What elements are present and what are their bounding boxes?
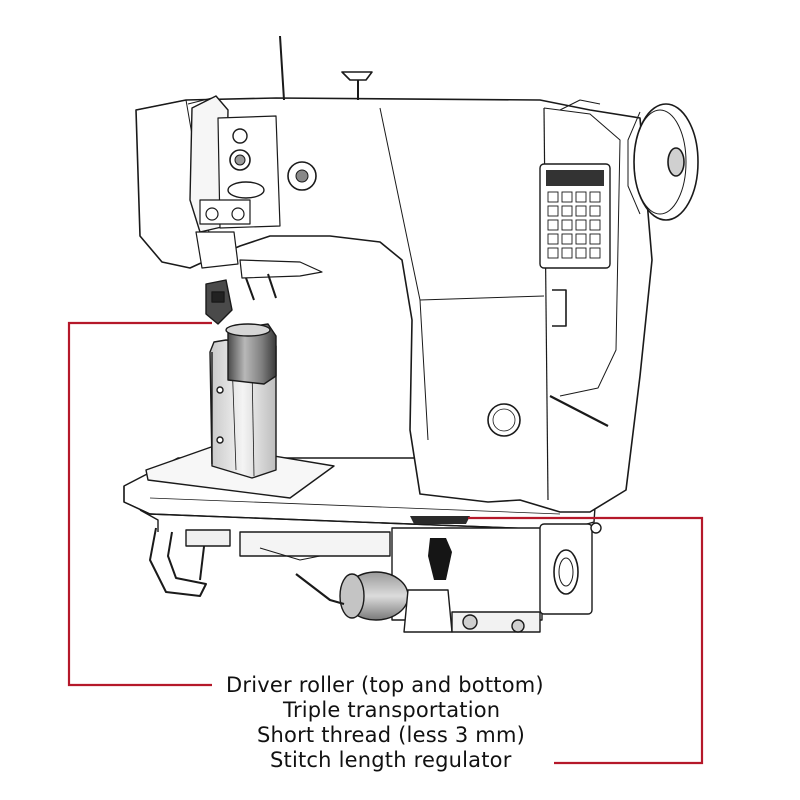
- callout-short-thread: Short thread (less 3 mm): [257, 723, 525, 747]
- leader-lines: [67, 321, 704, 765]
- machine-underside: [139, 509, 602, 633]
- handwheel: [627, 103, 699, 221]
- callout-driver-roller: Driver roller (top and bottom): [226, 673, 544, 697]
- control-panel: [539, 163, 611, 269]
- callout-stitch-length-regulator: Stitch length regulator: [270, 748, 512, 772]
- post-bed: [145, 279, 335, 499]
- machine-head: [189, 95, 323, 301]
- leader-line-stitch-regulator: [468, 516, 704, 765]
- leader-line-driver-roller: [67, 321, 212, 687]
- callout-triple-transportation: Triple transportation: [283, 698, 501, 722]
